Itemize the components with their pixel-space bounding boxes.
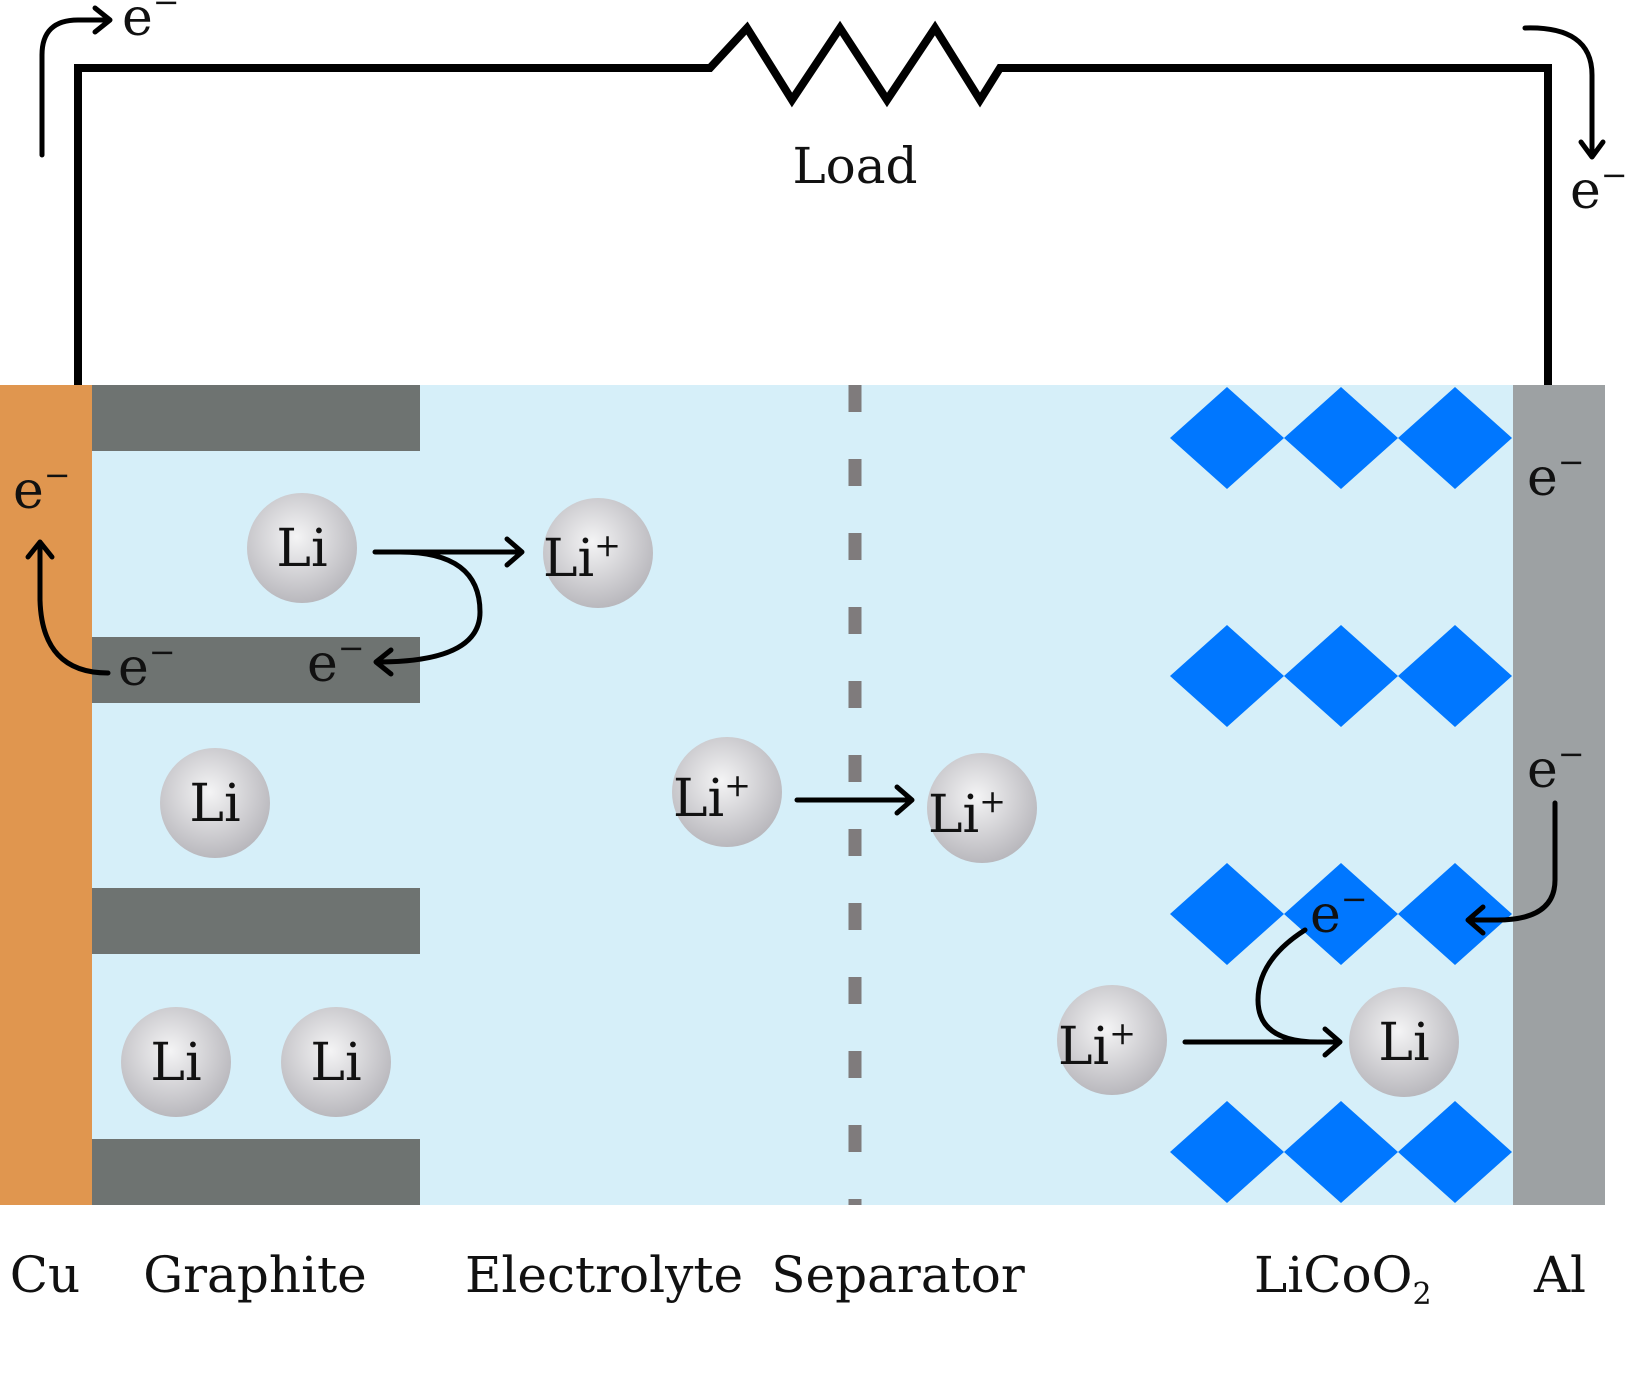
cathode-reaction: e− e− e− Li+ Li — [1057, 443, 1585, 1097]
load-label: Load — [792, 137, 917, 195]
crystal-row — [1170, 387, 1512, 489]
graphite-layer — [92, 637, 420, 703]
electron-label-top-right: e− — [1570, 156, 1628, 221]
electron-release-arrow — [374, 549, 483, 665]
copper-collector — [0, 385, 92, 1205]
electron-to-copper-arrow — [37, 542, 111, 676]
label-licoo2: LiCoO2 — [1254, 1246, 1432, 1312]
arrowhead — [1465, 904, 1486, 936]
label-cu: Cu — [10, 1246, 80, 1304]
electron-label-graphite-collector: e− — [118, 633, 176, 698]
lithium-ion-label: Li+ — [928, 782, 1006, 845]
arrowhead — [1578, 139, 1606, 160]
circuit-wire — [74, 20, 1552, 385]
crystal-row — [1170, 1101, 1512, 1203]
lithium-label: Li — [310, 1033, 361, 1093]
lithium-atom — [160, 748, 270, 858]
region-labels: Cu Graphite Electrolyte Separator LiCoO2… — [10, 1246, 1586, 1312]
electron-combine-arrow — [1255, 927, 1321, 1045]
lithium-ion-label: Li+ — [543, 526, 621, 589]
lithium-ion-label: Li+ — [1058, 1014, 1136, 1077]
electron-label-graphite: e− — [307, 629, 365, 694]
electron-to-cathode-arrow — [1467, 800, 1558, 923]
electron-label-copper: e− — [13, 456, 71, 521]
arrowhead — [92, 5, 113, 35]
arrowhead — [25, 539, 55, 560]
label-separator: Separator — [771, 1246, 1025, 1304]
licoo2-crystal — [1170, 387, 1512, 1203]
electron-label-aluminum: e− — [1527, 735, 1585, 800]
lithium-atom — [281, 1007, 391, 1117]
electron-label-cathode: e− — [1310, 880, 1368, 945]
label-electrolyte: Electrolyte — [465, 1246, 743, 1304]
arrowhead — [373, 647, 394, 677]
graphite-layers — [92, 385, 420, 1205]
lithium-label: Li — [189, 774, 240, 834]
lithium-label: Li — [150, 1033, 201, 1093]
aluminum-collector — [1513, 385, 1605, 1205]
crystal-row — [1170, 863, 1512, 965]
graphite-layer — [92, 1139, 420, 1205]
graphite-layer — [92, 385, 420, 451]
ion-migration: Li+ Li+ — [672, 737, 1037, 863]
intercalated-lithium: Li Li Li — [121, 748, 391, 1117]
crystal-row — [1170, 625, 1512, 727]
arrowhead — [1322, 1026, 1343, 1058]
electron-flow-arrow-left — [39, 17, 111, 158]
label-graphite: Graphite — [143, 1246, 367, 1304]
electron-label-aluminum-top: e− — [1527, 443, 1585, 508]
lithium-atom — [1349, 987, 1459, 1097]
lithium-ion — [543, 498, 653, 608]
electron-flow-arrow-right — [1522, 25, 1595, 158]
lithium-ion — [1057, 985, 1167, 1095]
lithium-atom — [121, 1007, 231, 1117]
lithium-ion-label: Li+ — [673, 766, 751, 829]
label-al: Al — [1533, 1246, 1586, 1304]
lithium-atom — [247, 493, 357, 603]
lithium-ion — [927, 753, 1037, 863]
arrowhead — [894, 784, 915, 816]
electron-label-top-left: e− — [122, 0, 180, 48]
lithium-label: Li — [1378, 1013, 1429, 1073]
arrowhead — [504, 536, 525, 568]
lithium-label: Li — [276, 519, 327, 579]
graphite-layer — [92, 888, 420, 954]
lithium-ion — [672, 737, 782, 847]
anode-reaction: Li Li+ e− e− e− — [13, 456, 653, 698]
